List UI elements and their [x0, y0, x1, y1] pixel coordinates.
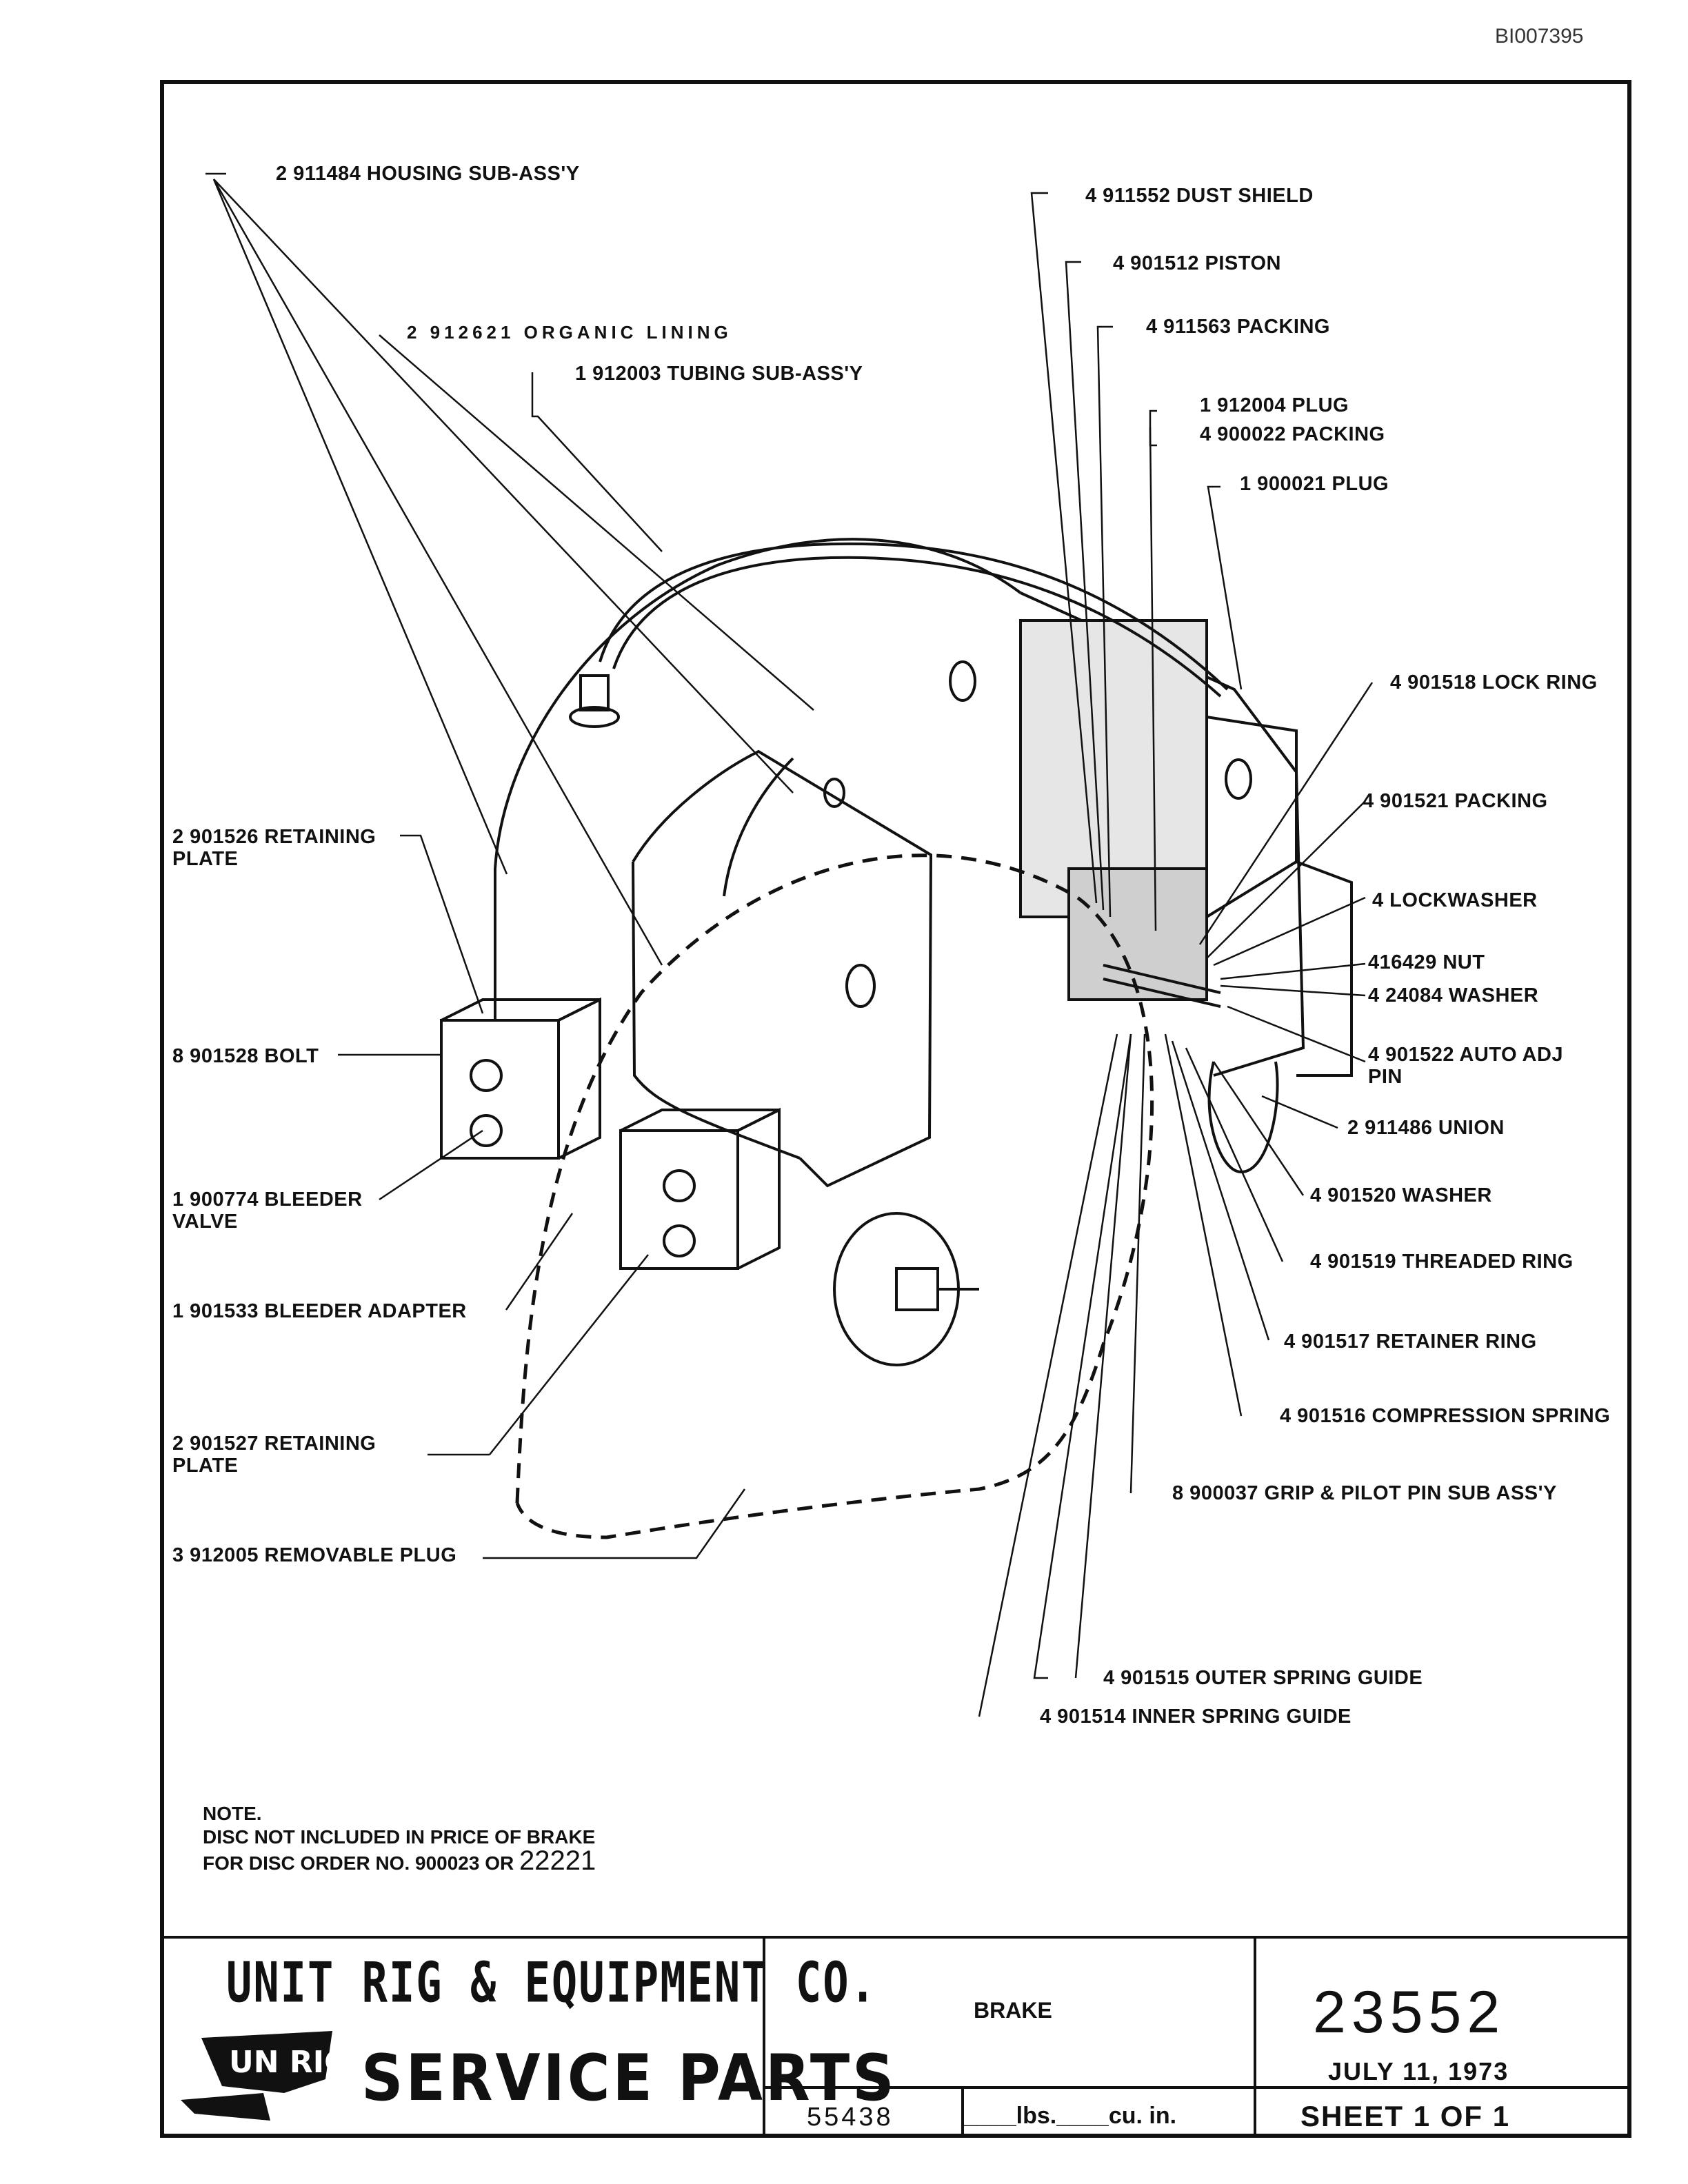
service-parts-title: SERVICE PARTS — [361, 2041, 897, 2115]
label-auto-adj-pin: 4 901522 AUTO ADJ PIN — [1368, 1044, 1564, 1088]
drawing-date: JULY 11, 1973 — [1328, 2057, 1509, 2085]
part-name: BRAKE — [974, 1998, 1052, 2023]
label-lock-ring: 4 901518 LOCK RING — [1390, 671, 1598, 694]
part-number: 23552 — [1313, 1979, 1506, 2045]
label-bolt: 8 901528 BOLT — [172, 1045, 319, 1067]
sheet-cell — [1254, 2086, 1631, 2138]
label-compression-spring: 4 901516 COMPRESSION SPRING — [1280, 1405, 1611, 1427]
note-handwritten-number: 22221 — [519, 1846, 596, 1876]
label-piston: 4 901512 PISTON — [1113, 252, 1281, 274]
label-housing-sub-assy: 2 911484 HOUSING SUB-ASS'Y — [276, 163, 580, 185]
label-retaining-plate-901527: 2 901527 RETAINING PLATE — [172, 1433, 376, 1477]
label-dust-shield: 4 911552 DUST SHIELD — [1085, 185, 1314, 207]
title-block: UNIT RIG & EQUIPMENT CO. UN RIG SERVICE … — [160, 1936, 1631, 2138]
label-grip-pilot-pin: 8 900037 GRIP & PILOT PIN SUB ASS'Y — [1172, 1482, 1557, 1504]
sheet-count: SHEET 1 OF 1 — [1300, 2100, 1511, 2132]
label-packing-901521: 4 901521 PACKING — [1363, 790, 1548, 812]
logo-text: UN RIG — [229, 2045, 349, 2080]
company-name: UNIT RIG & EQUIPMENT CO. — [226, 1950, 877, 2015]
label-plug-912004: 1 912004 PLUG — [1200, 394, 1349, 416]
label-threaded-ring: 4 901519 THREADED RING — [1310, 1251, 1574, 1273]
unit-rig-logo: UN RIG — [181, 2031, 349, 2121]
label-plug-900021: 1 900021 PLUG — [1240, 473, 1389, 495]
label-inner-spring-guide: 4 901514 INNER SPRING GUIDE — [1040, 1706, 1352, 1728]
label-washer-901520: 4 901520 WASHER — [1310, 1184, 1492, 1206]
label-union: 2 911486 UNION — [1347, 1117, 1505, 1139]
label-tubing-sub-assy: 1 912003 TUBING SUB-ASS'Y — [575, 363, 863, 385]
note-line-2: FOR DISC ORDER NO. 900023 OR 22221 — [203, 1846, 596, 1876]
label-retaining-plate-901526: 2 901526 RETAINING PLATE — [172, 826, 376, 870]
note-heading: NOTE. — [203, 1803, 262, 1824]
note-line-1: DISC NOT INCLUDED IN PRICE OF BRAKE — [203, 1826, 596, 1848]
label-outer-spring-guide: 4 901515 OUTER SPRING GUIDE — [1103, 1667, 1423, 1689]
label-removable-plug: 3 912005 REMOVABLE PLUG — [172, 1544, 457, 1566]
disc-note: NOTE. DISC NOT INCLUDED IN PRICE OF BRAK… — [203, 1802, 596, 1875]
label-bleeder-valve: 1 900774 BLEEDER VALVE — [172, 1189, 363, 1233]
label-packing-911563: 4 911563 PACKING — [1146, 316, 1330, 338]
label-bleeder-adapter: 1 901533 BLEEDER ADAPTER — [172, 1300, 467, 1322]
label-packing-900022: 4 900022 PACKING — [1200, 423, 1385, 445]
label-organic-lining: 2 912621 ORGANIC LINING — [407, 322, 732, 343]
weight-value: 55438 — [807, 2103, 894, 2132]
weight-units: ____lbs.____cu. in. — [964, 2103, 1177, 2129]
label-retainer-ring: 4 901517 RETAINER RING — [1284, 1331, 1537, 1353]
label-washer-24084: 4 24084 WASHER — [1368, 984, 1539, 1007]
label-nut: 416429 NUT — [1368, 951, 1485, 973]
document-id: BI007395 — [1495, 25, 1584, 48]
label-lockwasher: 4 LOCKWASHER — [1372, 889, 1538, 911]
